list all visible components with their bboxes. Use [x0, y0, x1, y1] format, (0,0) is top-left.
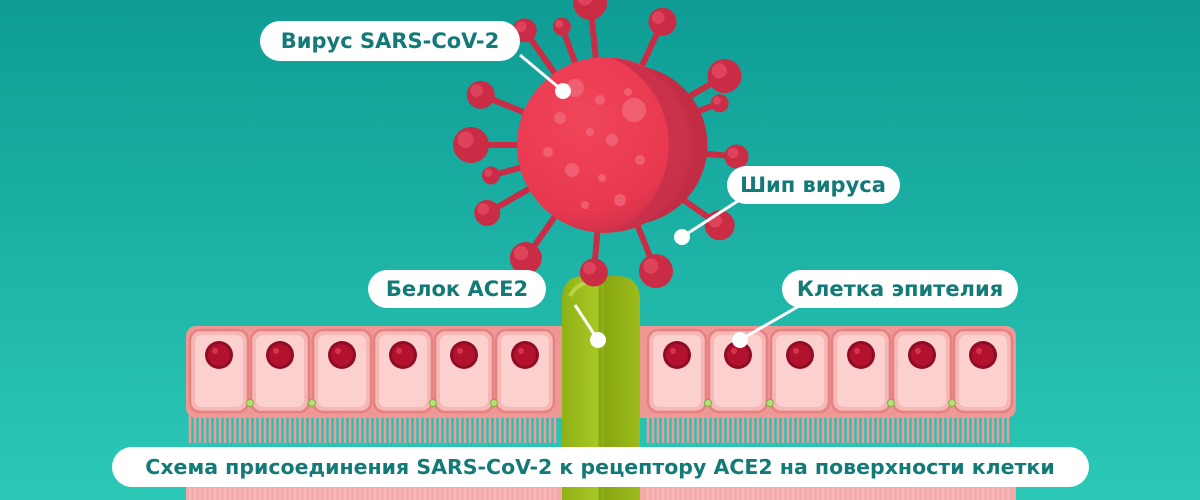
epithelium-marker — [732, 332, 748, 348]
leader-lines — [519, 53, 807, 348]
label-ace2-text: Белок ACE2 — [386, 277, 528, 301]
epithelium-cell — [952, 328, 1014, 414]
label-virus: Вирус SARS-CoV-2 — [260, 21, 520, 61]
cell-junction — [490, 399, 498, 407]
epithelium-cells — [188, 328, 1014, 414]
label-ace2: Белок ACE2 — [368, 270, 546, 308]
epithelium-cell — [891, 328, 953, 414]
label-epithelium-text: Клетка эпителия — [797, 277, 1003, 301]
label-epithelium: Клетка эпителия — [782, 270, 1018, 308]
cilia — [188, 414, 1010, 444]
label-spike: Шип вируса — [727, 166, 900, 204]
cell-junction — [766, 399, 774, 407]
epithelium-cell — [646, 328, 708, 414]
spike-marker — [674, 229, 690, 245]
cell-junction — [246, 399, 254, 407]
epithelium-cell — [188, 328, 250, 414]
label-spike-text: Шип вируса — [740, 173, 886, 197]
spike-tip — [573, 0, 608, 20]
cell-junction — [308, 399, 316, 407]
cell-junction — [429, 399, 437, 407]
epithelium-cell — [433, 328, 495, 414]
ace2-marker — [590, 332, 606, 348]
epithelium-cell — [494, 328, 556, 414]
epithelium-cell — [249, 328, 311, 414]
epithelium-cell — [830, 328, 892, 414]
virus-body — [517, 57, 708, 233]
epithelium-cell — [769, 328, 831, 414]
cell-junction — [948, 399, 956, 407]
cell-junction — [887, 399, 895, 407]
epithelium-cell — [311, 328, 373, 414]
caption: Схема присоединения SARS-CoV-2 к рецепто… — [112, 447, 1089, 487]
label-virus-text: Вирус SARS-CoV-2 — [281, 29, 499, 53]
virus-spikes — [453, 0, 749, 289]
epithelium-cell — [372, 328, 434, 414]
cell-junction — [704, 399, 712, 407]
caption-text: Схема присоединения SARS-CoV-2 к рецепто… — [145, 455, 1054, 479]
virus-marker — [555, 83, 571, 99]
